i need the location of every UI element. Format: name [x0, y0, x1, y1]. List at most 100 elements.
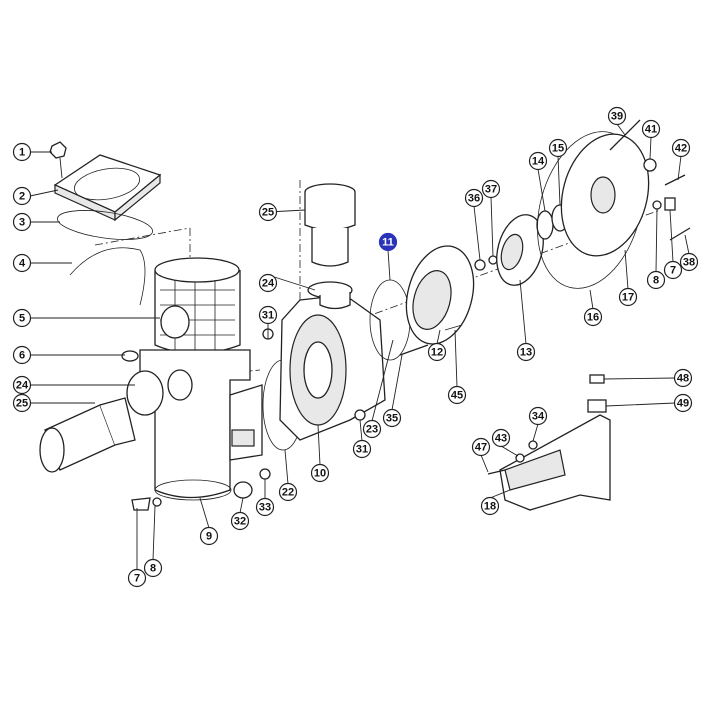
- callout-34: 34: [528, 406, 548, 426]
- part-washer: [152, 497, 162, 507]
- callout-24: 24: [12, 375, 32, 395]
- callout-13: 13: [516, 342, 536, 362]
- callout-18: 18: [480, 496, 500, 516]
- callout-number: 42: [675, 143, 687, 155]
- callout-number: 31: [356, 444, 368, 456]
- callout-37: 37: [481, 179, 501, 199]
- callout-number: 14: [532, 156, 545, 168]
- callout-number: 41: [645, 124, 657, 136]
- callout-23: 23: [362, 419, 382, 439]
- part-washer: [652, 200, 662, 210]
- callout-number: 47: [475, 442, 487, 454]
- callout-number: 24: [262, 278, 275, 290]
- callout-8: 8: [646, 270, 666, 290]
- callout-12: 12: [427, 342, 447, 362]
- callout-16: 16: [583, 307, 603, 327]
- part-bolt: [664, 174, 686, 186]
- callout-49: 49: [673, 393, 693, 413]
- part-cover: [589, 374, 605, 384]
- part-cap: [233, 481, 253, 499]
- callout-7: 7: [663, 260, 683, 280]
- part-base: [499, 414, 611, 511]
- callout-5: 5: [12, 308, 32, 328]
- part-mechanical-seal: [536, 210, 554, 240]
- callout-45: 45: [447, 385, 467, 405]
- part-terminal: [587, 399, 607, 413]
- part-union-left: [39, 397, 136, 473]
- part-lid: [53, 154, 162, 222]
- part-lid-oring: [57, 210, 153, 240]
- part-nut: [528, 440, 538, 450]
- callout-number: 22: [282, 487, 294, 499]
- callout-number: 7: [134, 573, 140, 585]
- part-screw: [487, 469, 506, 475]
- callout-number: 8: [150, 563, 156, 575]
- callout-number: 17: [622, 292, 634, 304]
- callout-number: 38: [683, 257, 695, 269]
- callout-number: 31: [262, 310, 274, 322]
- callout-number: 39: [611, 111, 623, 123]
- callout-35: 35: [382, 408, 402, 428]
- callout-number: 45: [451, 390, 463, 402]
- part-impeller: [496, 214, 544, 286]
- callout-10: 10: [310, 463, 330, 483]
- callout-number: 7: [670, 265, 676, 277]
- callout-number: 33: [259, 502, 271, 514]
- part-clip: [69, 247, 146, 306]
- callout-number: 13: [520, 347, 532, 359]
- callout-number: 9: [206, 531, 212, 543]
- callout-31: 31: [258, 305, 278, 325]
- callout-number: 36: [468, 193, 480, 205]
- callout-number: 16: [587, 312, 599, 324]
- part-nut: [259, 468, 271, 480]
- callout-25: 25: [12, 393, 32, 413]
- callout-15: 15: [548, 138, 568, 158]
- part-bolt: [669, 227, 691, 241]
- part-drain-plug: [131, 497, 151, 511]
- callout-number: 25: [16, 398, 28, 410]
- part-union-top: [304, 183, 356, 267]
- callout-42: 42: [671, 138, 691, 158]
- part-knob: [49, 141, 67, 179]
- callout-number: 12: [431, 347, 443, 359]
- callout-11: 11: [378, 232, 398, 252]
- callout-number: 23: [366, 424, 378, 436]
- callout-number: 3: [19, 217, 25, 229]
- callout-number: 43: [495, 433, 507, 445]
- callout-31: 31: [352, 439, 372, 459]
- callout-2: 2: [12, 186, 32, 206]
- callout-number: 49: [677, 398, 689, 410]
- callout-number: 4: [19, 258, 26, 270]
- part-drain-plug: [664, 197, 676, 211]
- part-basket: [154, 257, 241, 355]
- part-nut: [354, 409, 366, 421]
- callout-number: 18: [484, 501, 496, 513]
- callout-36: 36: [464, 188, 484, 208]
- callout-number: 6: [19, 350, 25, 362]
- callout-number: 34: [532, 411, 545, 423]
- part-washer: [643, 158, 657, 172]
- callout-38: 38: [679, 252, 699, 272]
- part-pump-body: [279, 292, 386, 441]
- part-motor-plate: [560, 133, 650, 257]
- callout-39: 39: [607, 106, 627, 126]
- part-washer: [488, 255, 498, 265]
- callout-32: 32: [230, 511, 250, 531]
- callout-number: 10: [314, 468, 326, 480]
- callout-22: 22: [278, 482, 298, 502]
- callout-3: 3: [12, 212, 32, 232]
- part-diffuser: [405, 245, 475, 345]
- callout-number: 35: [386, 413, 398, 425]
- callout-41: 41: [641, 119, 661, 139]
- callout-6: 6: [12, 345, 32, 365]
- part-bolt: [399, 344, 429, 356]
- callout-9: 9: [199, 526, 219, 546]
- callout-48: 48: [673, 368, 693, 388]
- callout-33: 33: [255, 497, 275, 517]
- callout-number: 1: [19, 147, 25, 159]
- callout-number: 37: [485, 184, 497, 196]
- callout-7: 7: [127, 568, 147, 588]
- callout-25: 25: [258, 202, 278, 222]
- callout-number: 8: [653, 275, 659, 287]
